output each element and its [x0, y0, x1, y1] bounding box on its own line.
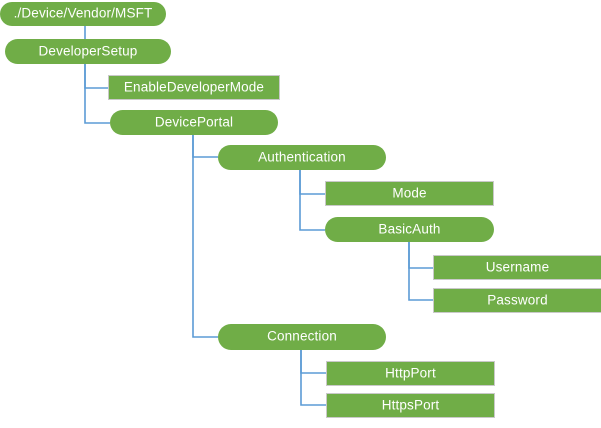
node-http-port[interactable]: HttpPort: [326, 361, 495, 386]
node-label-connection: Connection: [267, 328, 337, 344]
connector-device-portal-to-connection: [192, 135, 218, 338]
node-developer-setup[interactable]: DeveloperSetup: [5, 39, 171, 64]
node-mode[interactable]: Mode: [325, 181, 494, 206]
connector-connection-to-https-port: [300, 350, 326, 406]
connector-basic-auth-to-password: [408, 242, 433, 301]
node-enable-developer-mode[interactable]: EnableDeveloperMode: [108, 75, 280, 100]
node-https-port[interactable]: HttpsPort: [326, 393, 495, 418]
node-label-authentication: Authentication: [258, 149, 346, 165]
connector-lines: [84, 26, 433, 406]
node-label-mode: Mode: [392, 185, 427, 201]
node-label-root: ./Device/Vendor/MSFT: [13, 5, 153, 21]
node-label-enable-developer-mode: EnableDeveloperMode: [123, 79, 265, 95]
node-basic-auth[interactable]: BasicAuth: [325, 217, 494, 242]
node-device-portal[interactable]: DevicePortal: [110, 110, 278, 135]
node-password[interactable]: Password: [433, 288, 601, 313]
node-label-basic-auth: BasicAuth: [378, 221, 441, 237]
node-label-developer-setup: DeveloperSetup: [38, 43, 138, 59]
connector-developer-setup-to-device-portal: [84, 64, 110, 124]
node-username[interactable]: Username: [433, 255, 601, 280]
node-authentication[interactable]: Authentication: [218, 145, 386, 170]
node-connection[interactable]: Connection: [218, 324, 386, 350]
node-label-device-portal: DevicePortal: [154, 114, 234, 130]
node-label-http-port: HttpPort: [385, 365, 436, 381]
node-label-https-port: HttpsPort: [381, 397, 440, 413]
node-root[interactable]: ./Device/Vendor/MSFT: [0, 2, 166, 26]
node-label-password: Password: [487, 292, 548, 308]
node-label-username: Username: [485, 259, 550, 275]
connector-authentication-to-basic-auth: [299, 170, 325, 231]
